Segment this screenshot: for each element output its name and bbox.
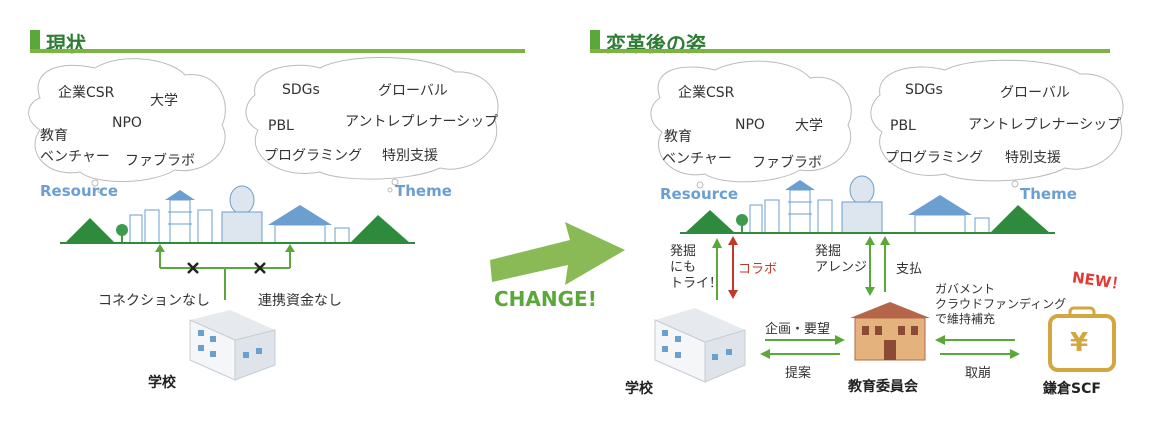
yen-icon: ¥ <box>1070 328 1089 358</box>
right-theme-special-support: 特別支援 <box>1005 150 1061 166</box>
left-theme-special-support: 特別支援 <box>382 148 438 164</box>
board-of-education-building <box>850 302 930 361</box>
left-title-bar <box>30 49 525 53</box>
change-label: CHANGE! <box>494 287 597 311</box>
right-tag-education: 教育 <box>664 129 692 145</box>
right-resource-label: Resource <box>660 185 739 203</box>
scf-fund-box <box>1048 306 1116 372</box>
right-theme-pbl: PBL <box>890 118 916 134</box>
left-theme-bubble <box>245 56 499 193</box>
right-town-skyline <box>680 175 1055 234</box>
right-tag-venture: ベンチャー <box>662 151 732 167</box>
left-resource-label: Resource <box>40 182 119 200</box>
board-of-education-label: 教育委員会 <box>848 379 918 395</box>
no-funds-label: 連携資金なし <box>258 293 342 309</box>
no-connection-label: コネクションなし <box>98 293 210 309</box>
plan-request-label: 企画・要望 <box>765 322 831 337</box>
right-tag-fablab: ファブラボ <box>752 155 822 171</box>
left-tag-education: 教育 <box>40 128 68 144</box>
left-connection-lines <box>155 244 295 300</box>
right-title-mark <box>590 30 600 50</box>
right-title-bar <box>590 49 1110 53</box>
discover-arrange-label: 発掘 アレンジ <box>815 244 868 275</box>
right-theme-global: グローバル <box>1000 85 1070 101</box>
scf-label: 鎌倉SCF <box>1043 381 1101 397</box>
left-tag-csr: 企業CSR <box>58 85 115 101</box>
right-tag-npo: NPO <box>735 117 765 133</box>
gov-crowdfunding-label: ガバメント クラウドファンディング で維持補充 <box>935 282 1067 326</box>
proposal-label: 提案 <box>785 366 812 381</box>
left-school-label: 学校 <box>148 375 176 391</box>
left-tag-venture: ベンチャー <box>40 149 110 165</box>
left-tag-university: 大学 <box>150 93 178 109</box>
left-theme-global: グローバル <box>378 83 448 99</box>
left-theme-entrepreneurship: アントレプレナーシップ <box>345 114 499 130</box>
collect-label: 取崩 <box>965 366 992 381</box>
discover-try-label: 発掘 にも トライ！ <box>670 244 723 291</box>
left-town-skyline <box>60 185 415 244</box>
right-theme-programming: プログラミング <box>885 150 983 166</box>
left-theme-sdgs: SDGs <box>282 82 320 98</box>
right-theme-entrepreneurship: アントレプレナーシップ <box>968 117 1122 133</box>
collab-label: コラボ <box>738 262 778 277</box>
left-tag-fablab: ファブラボ <box>125 153 195 169</box>
right-school-label: 学校 <box>625 381 653 397</box>
right-theme-sdgs: SDGs <box>905 82 943 98</box>
payment-label: 支払 <box>896 262 923 277</box>
left-title-mark <box>30 30 40 50</box>
right-theme-bubble <box>870 59 1124 188</box>
left-theme-pbl: PBL <box>268 118 294 134</box>
left-school-building <box>189 310 276 381</box>
change-arrow <box>490 222 625 285</box>
left-resource-bubble <box>28 58 226 194</box>
left-tag-npo: NPO <box>112 115 142 131</box>
x-marks <box>187 262 266 274</box>
right-tag-university: 大学 <box>795 118 823 134</box>
right-resource-bubble <box>650 60 852 189</box>
left-theme-label: Theme <box>395 182 452 200</box>
left-theme-programming: プログラミング <box>264 148 362 164</box>
right-school-building <box>654 308 746 383</box>
right-tag-csr: 企業CSR <box>678 85 735 101</box>
right-theme-label: Theme <box>1020 185 1077 203</box>
right-flow-arrows <box>712 236 1020 359</box>
